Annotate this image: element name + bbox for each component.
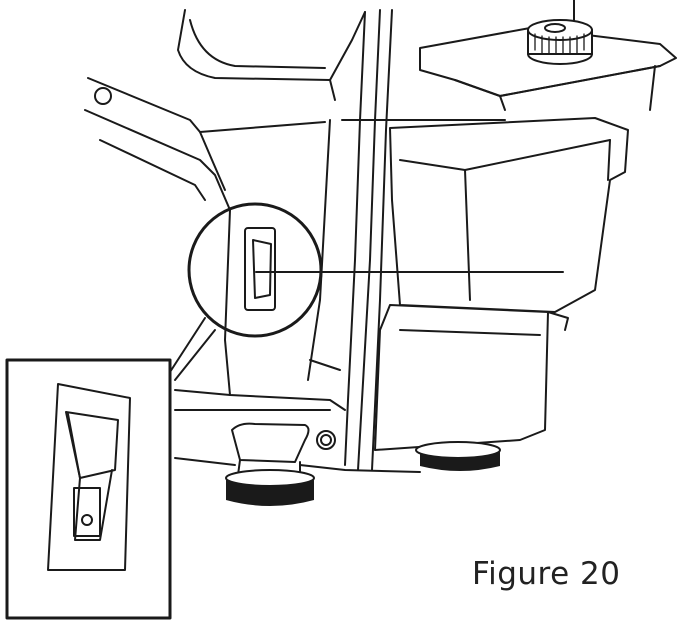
left-foot [225, 422, 315, 506]
right-housing [374, 117, 629, 451]
power-switch-small [244, 227, 276, 311]
inset-detail-box [5, 358, 172, 620]
callout-circle [187, 202, 323, 338]
adjustment-knob [527, 0, 593, 65]
central-column [307, 9, 393, 471]
right-foot [415, 441, 501, 471]
callout-connector-right [174, 329, 216, 381]
callout-connector-left [169, 317, 206, 373]
left-body-panel [84, 87, 421, 473]
figure-caption: Figure 20 [472, 556, 621, 592]
switch-detail-large [47, 383, 131, 571]
upper-housing [87, 9, 366, 133]
